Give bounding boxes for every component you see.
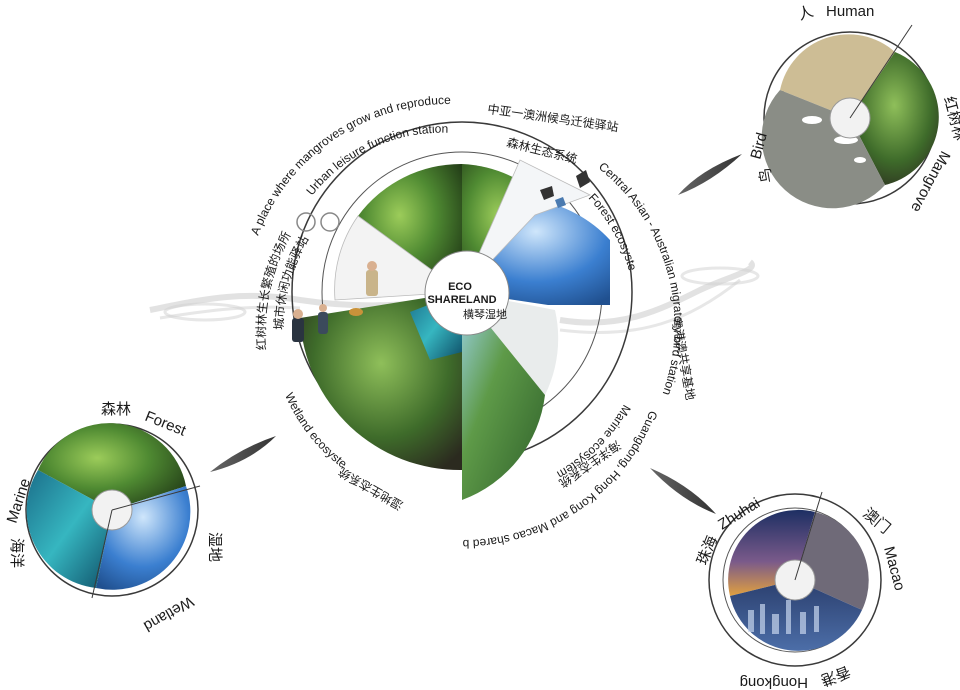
mangrove-photo — [850, 52, 939, 185]
satellite-forest-marine-wetland: 森林 Forest Marine 海洋 湿地 Wetland — [4, 400, 224, 635]
hongkong-label-en: Hongkong — [740, 674, 808, 690]
birds-graphic — [540, 170, 590, 208]
human-label-en: Human — [826, 3, 874, 20]
human-label-cn: 人 — [796, 2, 816, 24]
people-figures — [292, 212, 378, 342]
forest-sat-label-cn: 森林 — [101, 400, 131, 418]
marine-sat-label-cn: 海洋 — [8, 538, 26, 568]
bird-label-cn: 中亚一澳洲候鸟迁徙驿站 — [487, 101, 620, 134]
leaf-connector-ecosystem — [210, 436, 276, 472]
bird-photo — [761, 90, 885, 209]
wetland-sat-label-cn: 湿地 — [206, 532, 224, 562]
wetland-sat-label-en: Wetland — [141, 593, 197, 635]
main-ring: ECO SHARELAND 横琴湿地 — [291, 121, 633, 500]
wedge-birds — [461, 159, 592, 293]
wetland-label-cn: 湿地生态系统 — [336, 464, 406, 513]
connector-leaves — [210, 154, 742, 514]
center-subtitle-cn: 横琴湿地 — [463, 307, 507, 321]
forest-photo — [38, 423, 186, 510]
wedge-marine — [462, 292, 545, 500]
city-skyline — [748, 600, 819, 634]
hongkong-label-cn: 香港 — [818, 662, 852, 689]
zhuhai-label-cn: 珠海 — [693, 533, 721, 568]
wedge-leisure — [358, 163, 462, 292]
human-photo — [780, 34, 895, 118]
center-title-line1: ECO — [448, 281, 472, 293]
center-disc — [424, 250, 510, 336]
macao-label-en: Macao — [880, 545, 908, 593]
macao-label-cn: 澳门 — [859, 504, 894, 537]
satellite-human-bird-mangrove: 人 Human 红树林 Mangrove Bird 鸟 — [747, 2, 960, 215]
leaf-connector-human — [678, 154, 742, 195]
leaf-connector-region — [650, 468, 716, 514]
marine-photo — [26, 470, 112, 588]
bird-sat-label-cn: 鸟 — [756, 167, 776, 185]
wetland-label-en: Wetland ecosystem — [0, 0, 350, 471]
bird-sat-label-en: Bird — [747, 131, 770, 161]
center-title-line2: SHARELAND — [427, 294, 496, 306]
satellite-zhuhai-macao-hongkong: 珠海 Zhuhai 澳门 Macao 香港 Hongkong — [693, 491, 908, 690]
mangrove-sat-label-cn: 红树林 — [940, 94, 960, 142]
forest-label-cn: 森林生态系统 — [505, 134, 579, 166]
